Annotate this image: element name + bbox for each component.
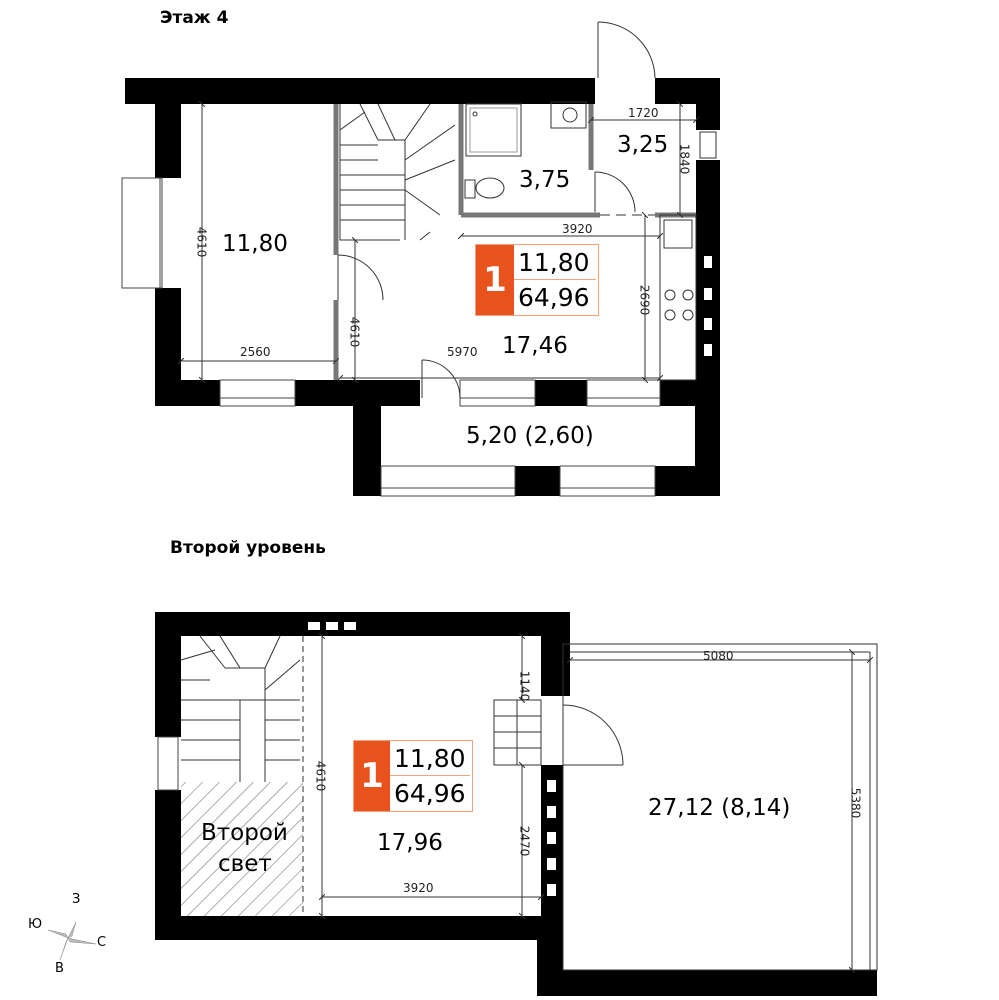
- dim-wc-width: 1720: [628, 106, 659, 120]
- dim-level2-wall-height: 2470: [517, 825, 532, 857]
- room-balcony-area: 5,20 (2,60): [466, 423, 594, 449]
- room-level2-area: 17,96: [377, 830, 443, 856]
- room-bathroom-area: 3,75: [519, 167, 571, 193]
- room-bedroom-area: 11,80: [222, 231, 288, 257]
- level2-title: Второй уровень: [170, 538, 326, 558]
- dim-level2-room-height: 4610: [313, 760, 328, 792]
- floor4-apartment-badge: 1 11,80 64,96: [475, 244, 599, 316]
- badge-total-area: 64,96: [394, 778, 466, 808]
- room-terrace-area: 27,12 (8,14): [648, 795, 791, 821]
- dim-wc-height: 1840: [677, 143, 692, 175]
- floor4-title: Этаж 4: [160, 8, 229, 28]
- compass-rose-icon: [47, 921, 97, 961]
- dim-bedroom-height: 4610: [194, 226, 209, 258]
- level2-apartment-badge: 1 11,80 64,96: [353, 740, 473, 812]
- dim-terrace-width: 5080: [703, 649, 734, 663]
- room-wc-area: 3,25: [617, 132, 669, 158]
- compass-south: Ю: [28, 917, 43, 932]
- compass-north: С: [97, 935, 107, 950]
- dim-bedroom-width: 2560: [240, 345, 271, 359]
- compass-west: З: [72, 892, 81, 907]
- dim-level2-door-height: 1140: [517, 670, 532, 702]
- floor4-walls: [125, 78, 720, 496]
- badge-total-area: 64,96: [518, 282, 590, 312]
- badge-number: 1: [354, 741, 390, 811]
- level2-walls: [155, 612, 877, 996]
- dim-bath-width: 3920: [562, 222, 593, 236]
- dim-kitchen-height: 2690: [637, 284, 652, 316]
- room-living-area: 17,46: [502, 333, 568, 359]
- compass-east: В: [55, 961, 64, 976]
- badge-living-area: 11,80: [390, 741, 470, 776]
- dim-living-width: 5970: [447, 345, 478, 359]
- second-light-label-1: Второй: [201, 820, 288, 846]
- badge-living-area: 11,80: [514, 245, 596, 280]
- dim-level2-room-width: 3920: [403, 881, 434, 895]
- second-light-label-2: свет: [218, 851, 272, 877]
- badge-number: 1: [476, 245, 514, 315]
- dim-hall-height: 4610: [347, 316, 362, 348]
- dim-terrace-height: 5380: [848, 787, 863, 819]
